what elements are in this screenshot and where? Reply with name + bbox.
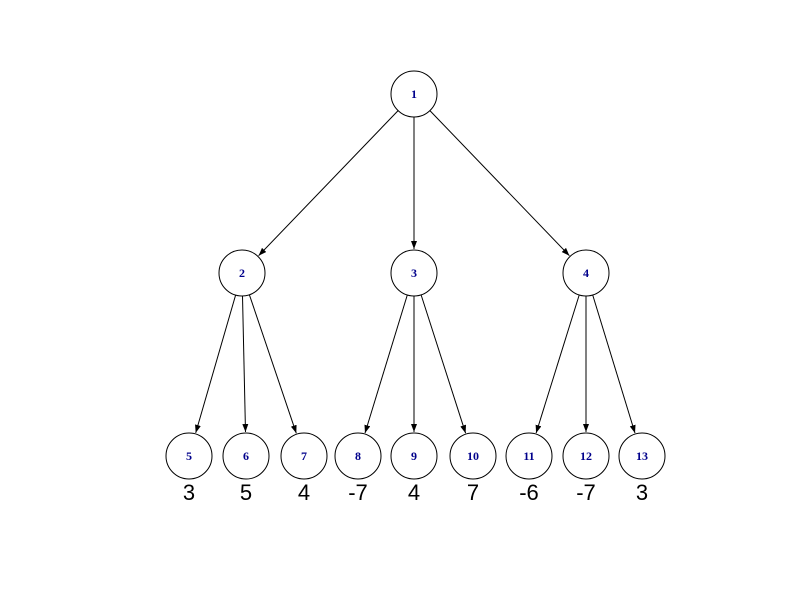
- node-label-3: 3: [411, 266, 417, 280]
- leaf-value-12: -7: [576, 480, 596, 505]
- node-label-8: 8: [355, 449, 361, 463]
- node-label-12: 12: [580, 449, 592, 463]
- tree-node-3: [390, 249, 438, 297]
- tree-node-13: [618, 432, 666, 480]
- leaf-value-13: 3: [636, 480, 648, 505]
- node-label-1: 1: [411, 87, 417, 101]
- edge-3-10: [420, 294, 467, 434]
- leaf-value-10: 7: [467, 480, 479, 505]
- leaf-value-9: 4: [408, 480, 420, 505]
- edge-4-11: [535, 294, 580, 434]
- edge-1-2: [258, 110, 399, 257]
- leaf-value-5: 3: [183, 480, 195, 505]
- edge-2-6: [242, 295, 249, 433]
- tree-node-9: [390, 432, 438, 480]
- leaf-value-7: 4: [298, 480, 310, 505]
- edge-1-4: [429, 110, 570, 257]
- leaf-value-8: -7: [348, 480, 368, 505]
- node-label-6: 6: [243, 449, 249, 463]
- node-label-4: 4: [583, 266, 589, 280]
- tree-node-5: [165, 432, 213, 480]
- node-label-2: 2: [239, 266, 245, 280]
- tree-node-11: [505, 432, 553, 480]
- tree-node-7: [280, 432, 328, 480]
- node-label-11: 11: [523, 449, 534, 463]
- node-label-13: 13: [636, 449, 648, 463]
- leaf-value-6: 5: [240, 480, 252, 505]
- tree-node-6: [222, 432, 270, 480]
- tree-node-2: [218, 249, 266, 297]
- tree-node-4: [562, 249, 610, 297]
- tree-node-10: [449, 432, 497, 480]
- leaf-value-11: -6: [519, 480, 539, 505]
- tree-node-8: [334, 432, 382, 480]
- edge-3-8: [364, 294, 408, 434]
- node-label-7: 7: [301, 449, 307, 463]
- edge-4-13: [592, 294, 636, 434]
- node-label-5: 5: [186, 449, 192, 463]
- tree-node-12: [562, 432, 610, 480]
- edge-2-5: [195, 294, 237, 434]
- node-label-9: 9: [411, 449, 417, 463]
- edge-2-7: [248, 294, 297, 434]
- node-label-10: 10: [467, 449, 479, 463]
- tree-node-1: [390, 70, 438, 118]
